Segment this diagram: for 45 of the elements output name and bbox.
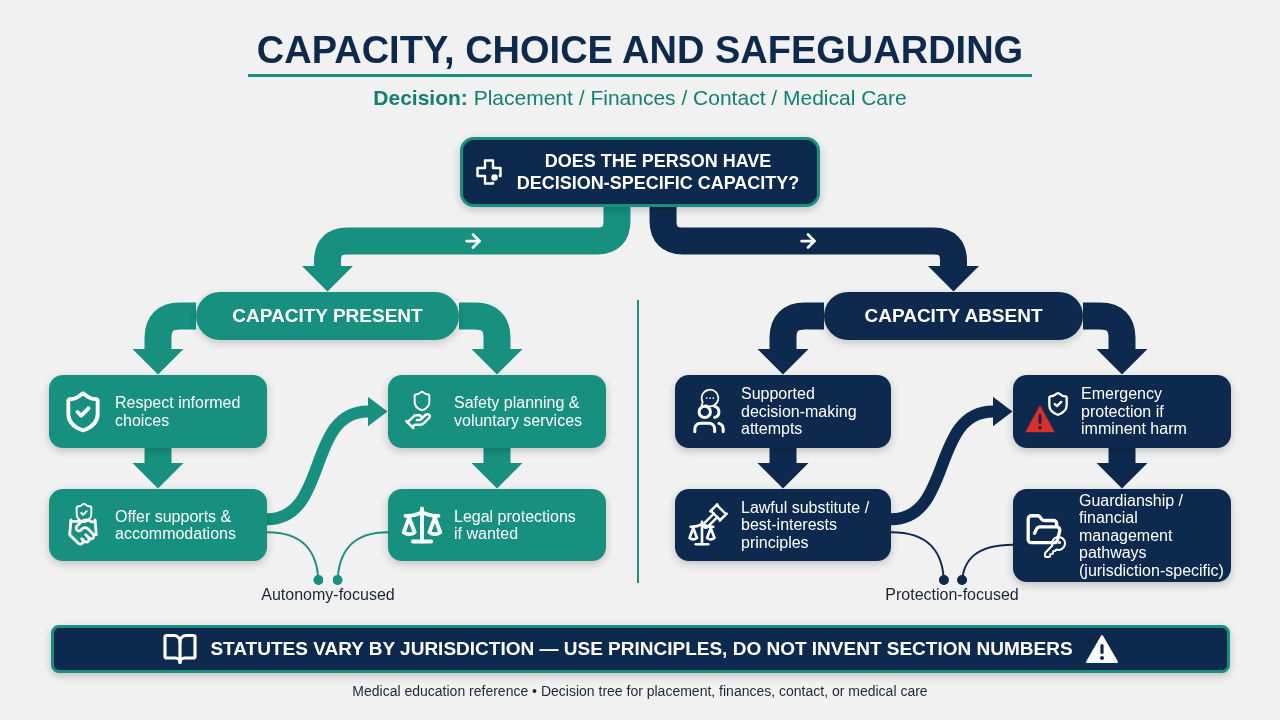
- arrow: [757, 448, 809, 489]
- arrow: [471, 448, 523, 489]
- card-text: Legal protections if wanted: [454, 507, 577, 543]
- arrow: [132, 302, 196, 375]
- leader-line: [266, 531, 324, 586]
- leader-line: [890, 531, 949, 586]
- subtitle: Decision: Placement / Finances / Contact / Medical Care: [373, 85, 907, 111]
- arrow: [266, 396, 388, 526]
- arrow: [649, 207, 980, 292]
- focus-label: Protection-focused: [885, 585, 1019, 604]
- arrow: [459, 302, 523, 375]
- arrow: [1083, 302, 1148, 375]
- arrow: [1096, 448, 1148, 489]
- arrow: [757, 302, 824, 375]
- branch-label: CAPACITY ABSENT: [864, 305, 1043, 327]
- question-box: [460, 137, 820, 207]
- action-card: [49, 375, 267, 448]
- warning-banner: [51, 625, 1230, 673]
- arrow: [301, 207, 631, 292]
- arrow: [132, 448, 184, 489]
- leader-line: [332, 531, 389, 586]
- action-card: [388, 375, 606, 448]
- card-text: Emergency protection if imminent harm: [1081, 385, 1188, 438]
- branch-pill: [824, 292, 1083, 340]
- card-text: Supported decision-making attempts: [741, 385, 858, 438]
- leader-line: [957, 543, 1014, 586]
- card-text: Respect informed choices: [115, 394, 242, 429]
- action-card: [1013, 375, 1231, 448]
- card-text: Guardianship / financial management pathways (jurisdiction-specific): [1079, 491, 1225, 580]
- action-card: [675, 375, 891, 448]
- branch-label: CAPACITY PRESENT: [232, 305, 423, 327]
- action-card: [675, 489, 891, 561]
- card-text: Lawful substitute / best-interests principles: [741, 498, 871, 552]
- banner-text: STATUTES VARY BY JURISDICTION — USE PRINCIPLES, DO NOT INVENT SECTION NUMBERS: [210, 638, 1073, 660]
- card-text: Offer supports & accommodations: [115, 507, 237, 543]
- question-text: DOES THE PERSON HAVE DECISION-SPECIFIC CAPACITY?: [515, 150, 801, 194]
- branch-pill: [196, 292, 459, 340]
- focus-label: Autonomy-focused: [260, 585, 396, 604]
- action-card: [388, 489, 606, 561]
- card-text: Safety planning & voluntary services: [454, 394, 584, 429]
- arrow: [890, 396, 1013, 526]
- caption: Medical education reference • Decision tree for placement, finances, contact, or medical care: [352, 682, 928, 700]
- action-card: [49, 489, 267, 561]
- title: CAPACITY, CHOICE AND SAFEGUARDING: [256, 28, 1024, 72]
- action-card: [1013, 489, 1231, 582]
